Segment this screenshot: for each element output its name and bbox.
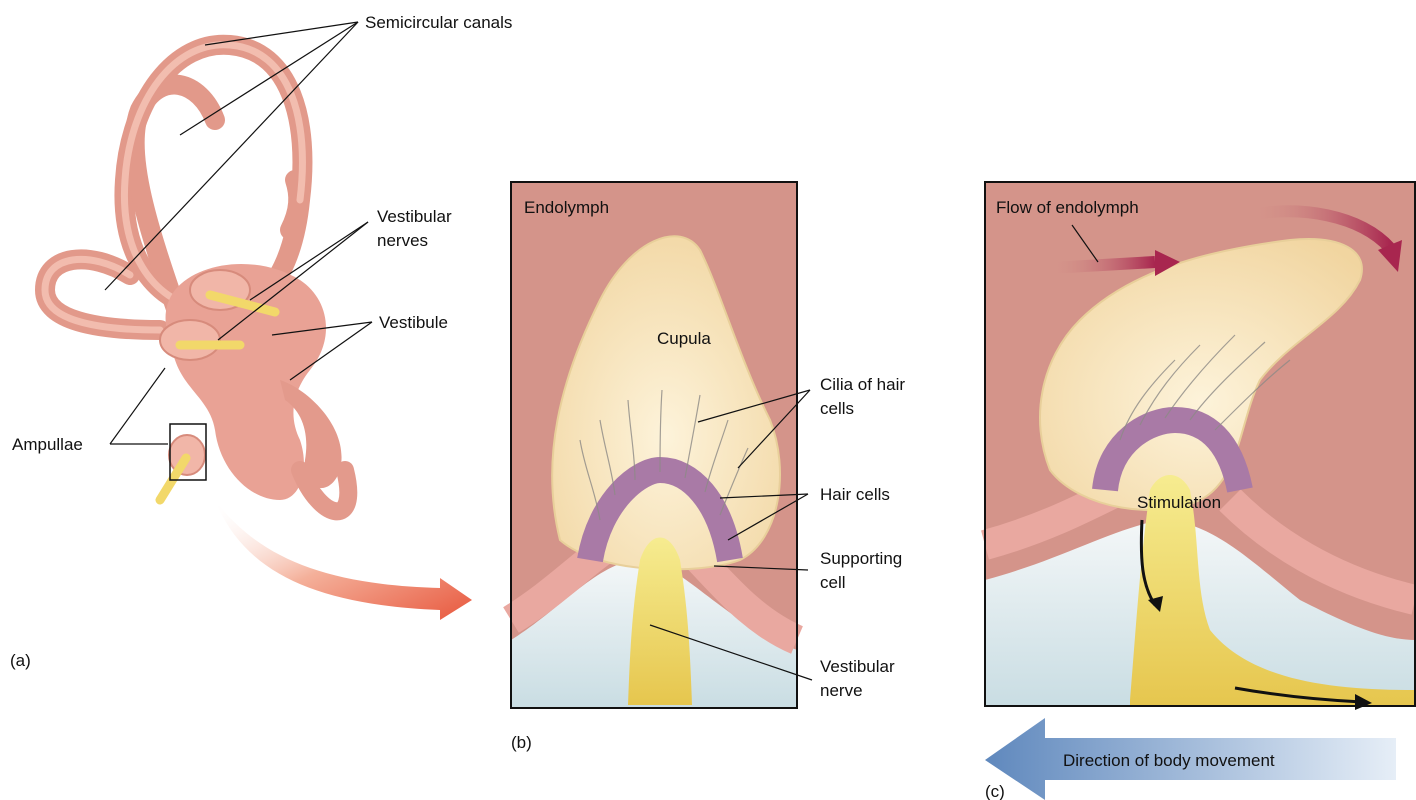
label-flow-of-endolymph: Flow of endolymph [996,198,1139,217]
panel-a-label: (a) [10,651,31,670]
label-stimulation: Stimulation [1137,493,1221,512]
label-endolymph: Endolymph [524,198,609,217]
label-vestibular-nerves-2: nerves [377,231,428,250]
label-supporting-2: cell [820,573,846,592]
label-vestibule: Vestibule [379,313,448,332]
label-hair-cells: Hair cells [820,485,890,504]
label-vestibular-nerves-1: Vestibular [377,207,452,226]
label-cilia-1: Cilia of hair [820,375,905,394]
panel-c-crista-deflected [985,182,1415,706]
label-supporting-1: Supporting [820,549,902,568]
label-direction-of-body-movement: Direction of body movement [1063,751,1275,770]
panel-b-label: (b) [511,733,532,752]
label-cupula: Cupula [657,329,711,348]
label-vestibular-nerve-1: Vestibular [820,657,895,676]
panel-b-crista [511,182,797,708]
label-cilia-2: cells [820,399,854,418]
label-semicircular-canals: Semicircular canals [365,13,512,32]
label-vestibular-nerve-2: nerve [820,681,863,700]
label-ampullae: Ampullae [12,435,83,454]
panel-c-label: (c) [985,782,1005,800]
inner-ear-illustration [45,45,348,512]
